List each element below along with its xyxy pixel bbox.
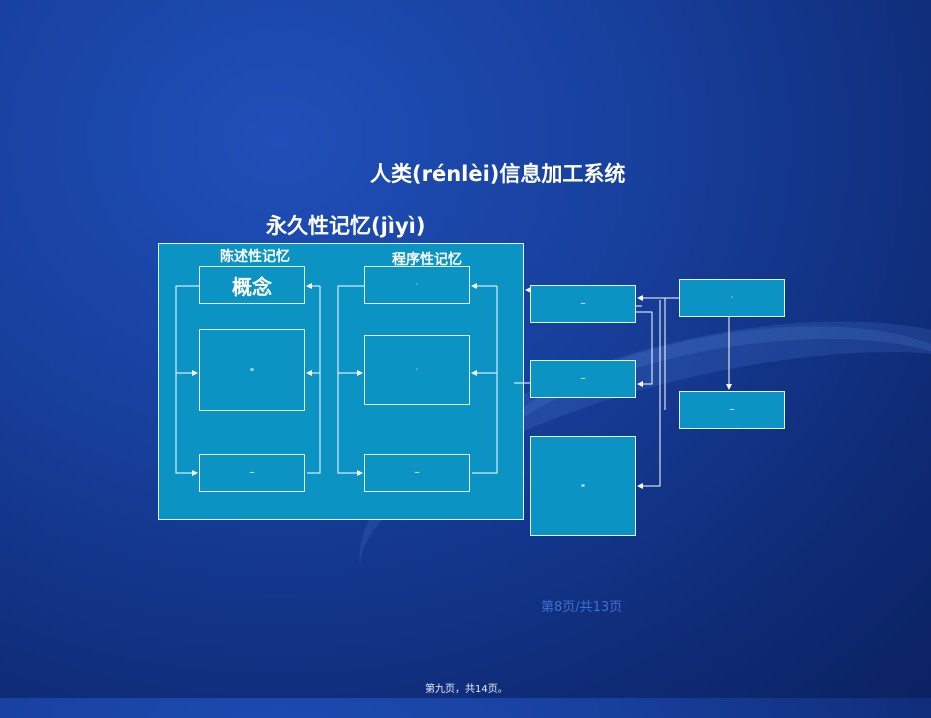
page-indicator: 第8页/共13页: [541, 600, 623, 615]
right-top-box: ·: [679, 279, 785, 317]
middle-bottom-box: ≡: [530, 436, 636, 536]
right-top-label: ·: [731, 295, 733, 301]
permanent-memory-label: 永久性记忆(jìyì): [266, 214, 426, 238]
right-bottom-box: —: [679, 391, 785, 429]
procedural-bottom-label: —: [414, 470, 420, 476]
diagram-title: 人类(rénlèi)信息加工系统: [370, 162, 626, 186]
middle-mid-label: —: [580, 376, 586, 382]
procedural-memory-label: 程序性记忆: [392, 252, 462, 268]
middle-bottom-label: ≡: [580, 483, 586, 489]
procedural-top-label: ·: [416, 282, 418, 288]
declarative-middle-box: ≡: [199, 329, 305, 411]
middle-mid-box: —: [530, 360, 636, 398]
middle-top-label: —: [580, 301, 586, 307]
concept-label: 概念: [232, 274, 272, 299]
procedural-middle-label: ·: [416, 367, 418, 373]
declarative-bottom-box: —: [199, 454, 305, 492]
procedural-top-box: ·: [364, 266, 470, 304]
declarative-memory-label: 陈述性记忆: [220, 249, 290, 265]
middle-top-box: —: [530, 285, 636, 323]
right-bottom-label: —: [729, 407, 735, 413]
procedural-middle-box: ·: [364, 335, 470, 405]
footer-text: 第九页，共14页。: [425, 684, 508, 695]
declarative-bottom-label: —: [249, 470, 255, 476]
connector-lines: [175, 283, 732, 489]
concept-box: 概念: [199, 266, 305, 304]
declarative-middle-label: ≡: [249, 367, 255, 373]
procedural-bottom-box: —: [364, 454, 470, 492]
